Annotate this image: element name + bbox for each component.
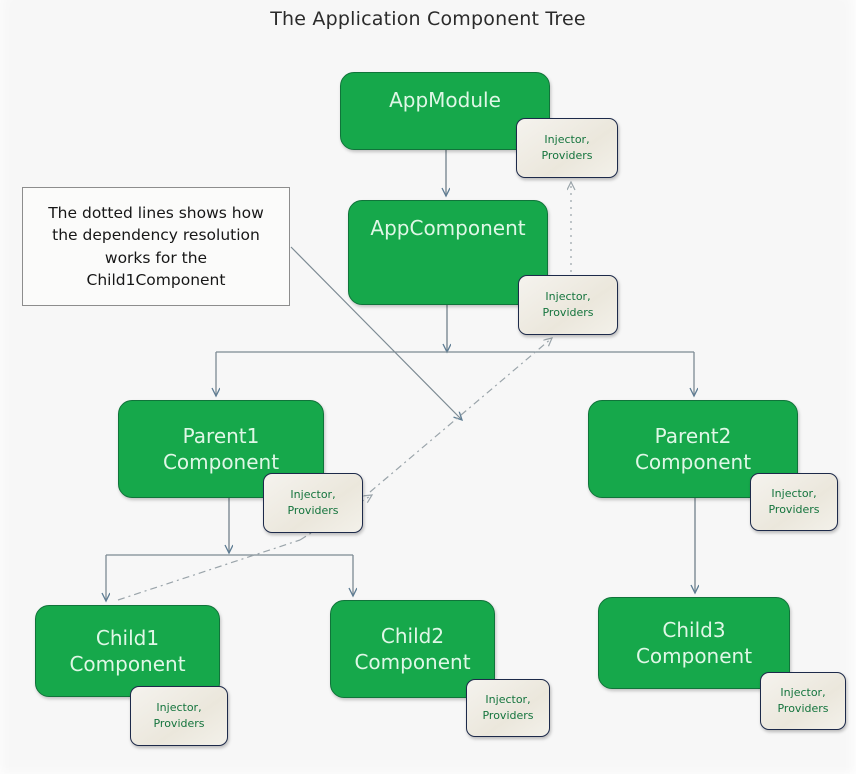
node-child3-component[interactable]: Child3 Component [598,597,790,689]
node-label: Child1 Component [69,625,186,676]
injector-label: Injector, Providers [153,701,205,730]
node-app-module[interactable]: AppModule [340,72,550,150]
node-label: Parent1 Component [162,423,280,474]
parent-bus [216,351,694,396]
edge-parent1-injector-to-appcomponent-injector [369,338,552,493]
injector-parent2[interactable]: Injector, Providers [750,473,838,531]
injector-app-module[interactable]: Injector, Providers [516,118,618,178]
node-child1-component[interactable]: Child1 Component [35,605,220,697]
injector-label: Injector, Providers [768,487,820,516]
callout-text: The dotted lines shows how the dependenc… [48,203,264,289]
child-bus [106,554,353,601]
injector-child3[interactable]: Injector, Providers [760,672,846,730]
node-app-component[interactable]: AppComponent [348,200,548,305]
injector-label: Injector, Providers [482,693,534,722]
injector-parent1[interactable]: Injector, Providers [263,473,363,533]
edge-callout-leader [290,246,462,420]
node-label: Child3 Component [635,617,753,668]
injector-label: Injector, Providers [542,290,594,319]
node-label: AppComponent [370,216,526,240]
injector-child1[interactable]: Injector, Providers [130,686,228,746]
node-label: Parent2 Component [634,423,752,474]
injector-label: Injector, Providers [777,686,829,715]
page-title: The Application Component Tree [270,8,586,30]
node-label: AppModule [389,88,501,112]
injector-label: Injector, Providers [541,133,593,162]
callout-note: The dotted lines shows how the dependenc… [22,187,290,306]
injector-child2[interactable]: Injector, Providers [466,679,550,737]
node-label: Child2 Component [354,623,471,674]
injector-label: Injector, Providers [287,488,339,517]
injector-app-component[interactable]: Injector, Providers [518,275,618,335]
